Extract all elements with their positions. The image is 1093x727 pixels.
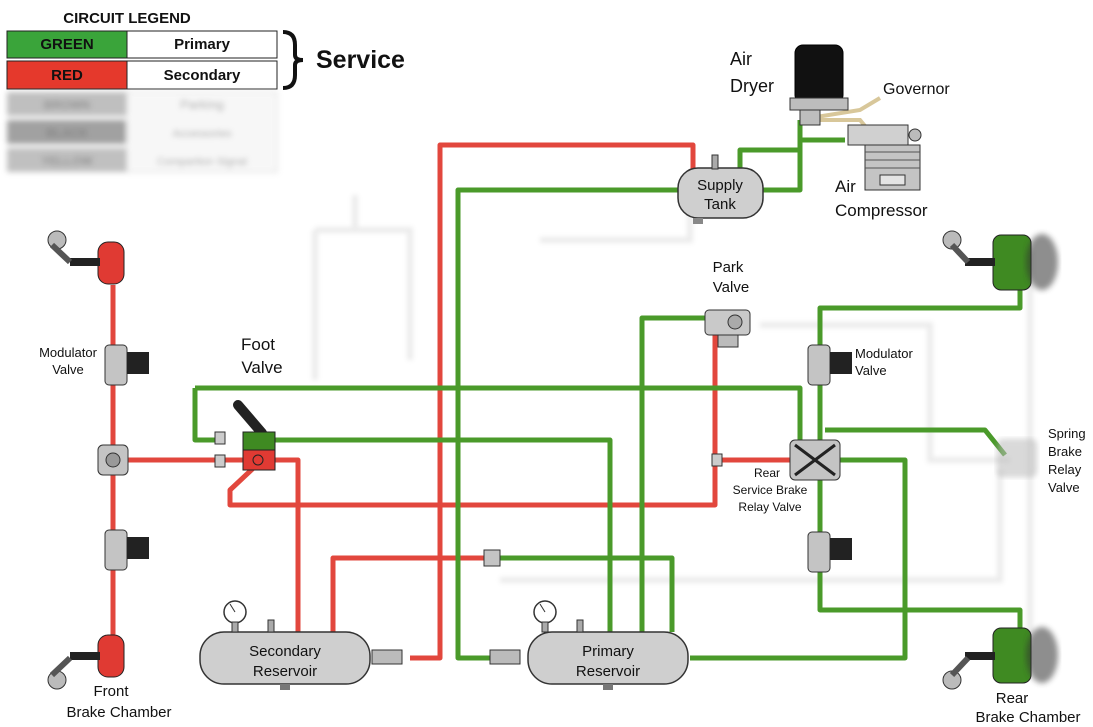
legend-service-label: Service (316, 46, 405, 74)
rear-brake-chamber-line2: Brake Chamber (975, 709, 1080, 726)
rear-service-brake-relay-valve (711, 439, 841, 481)
legend-accessories-label: Accessories (172, 128, 232, 140)
spring-brake-relay-line2: Brake (1048, 444, 1082, 459)
rear-relay-label-line3: Relay Valve (738, 500, 801, 514)
modulator-valve-right-line2: Valve (855, 363, 887, 378)
spring-brake-relay-valve (997, 439, 1037, 477)
legend-green-label: GREEN (40, 36, 93, 53)
legend-brace (282, 30, 304, 90)
air-dryer-label-line2: Dryer (730, 76, 774, 96)
air-dryer (789, 44, 849, 126)
front-brake-chamber-line2: Brake Chamber (66, 704, 171, 721)
foot-valve-label-line2: Valve (241, 358, 282, 377)
legend-black-label: BLACK (46, 126, 88, 140)
modulator-valve-right-line1: Modulator (855, 346, 913, 361)
rear-relay-label-line2: Service Brake (733, 483, 808, 497)
rear-modulator-valve-bottom (807, 531, 852, 573)
modulator-valve-left-line1: Modulator (39, 345, 97, 360)
secondary-reservoir (199, 600, 403, 690)
legend-yellow-label: YELLOW (41, 154, 93, 168)
legend-title: CIRCUIT LEGEND (63, 10, 191, 27)
spring-brake-relay-line3: Relay (1048, 462, 1082, 477)
legend-primary-label: Primary (174, 36, 231, 53)
air-compressor (847, 124, 922, 191)
legend-parking-label: Parking (180, 97, 224, 112)
legend-brown-label: BROWN (44, 98, 91, 112)
governor-line (809, 96, 882, 120)
rear-brake-chamber-bottom (942, 627, 1058, 690)
front-modulator-valve-top (104, 344, 149, 386)
foot-valve-label-line1: Foot (241, 335, 275, 354)
supply-tank-label-line2: Tank (704, 196, 736, 213)
secondary-reservoir-line2: Reservoir (253, 663, 317, 680)
rear-modulator-valve-top (807, 344, 852, 386)
front-brake-chamber-line1: Front (93, 683, 129, 700)
rear-relay-label-line1: Rear (754, 466, 780, 480)
front-modulator-valve-bottom (104, 529, 149, 571)
rear-brake-chamber-line1: Rear (996, 690, 1029, 707)
secondary-reservoir-line1: Secondary (249, 643, 321, 660)
air-compressor-label-line2: Compressor (835, 201, 928, 220)
rear-brake-chamber-top (942, 230, 1058, 291)
air-compressor-label-line1: Air (835, 177, 856, 196)
governor-label: Governor (883, 81, 950, 98)
legend-secondary-label: Secondary (164, 67, 241, 84)
double-check-valve (483, 549, 501, 567)
primary-reservoir (489, 600, 689, 690)
spring-brake-relay-line4: Valve (1048, 480, 1080, 495)
supply-tank-label-line1: Supply (697, 177, 743, 194)
secondary-circuit-lines (110, 142, 790, 661)
front-brake-chamber-top (47, 230, 125, 285)
circuit-legend: CIRCUIT LEGEND GREEN Primary RED Seconda… (6, 10, 405, 173)
primary-reservoir-line2: Reservoir (576, 663, 640, 680)
supply-tank (677, 154, 764, 224)
park-valve-label-line2: Valve (713, 279, 749, 296)
front-quick-release-valve (97, 444, 129, 476)
foot-valve (214, 400, 276, 471)
legend-signal-label: Compartion Signal (157, 156, 248, 168)
legend-red-label: RED (51, 67, 83, 84)
spring-brake-relay-line1: Spring (1048, 426, 1086, 441)
park-valve-label-line1: Park (713, 259, 744, 276)
park-valve (704, 309, 751, 348)
primary-reservoir-line1: Primary (582, 643, 634, 660)
front-brake-chamber-bottom (47, 634, 125, 690)
air-dryer-label-line1: Air (730, 49, 752, 69)
modulator-valve-left-line2: Valve (52, 362, 84, 377)
